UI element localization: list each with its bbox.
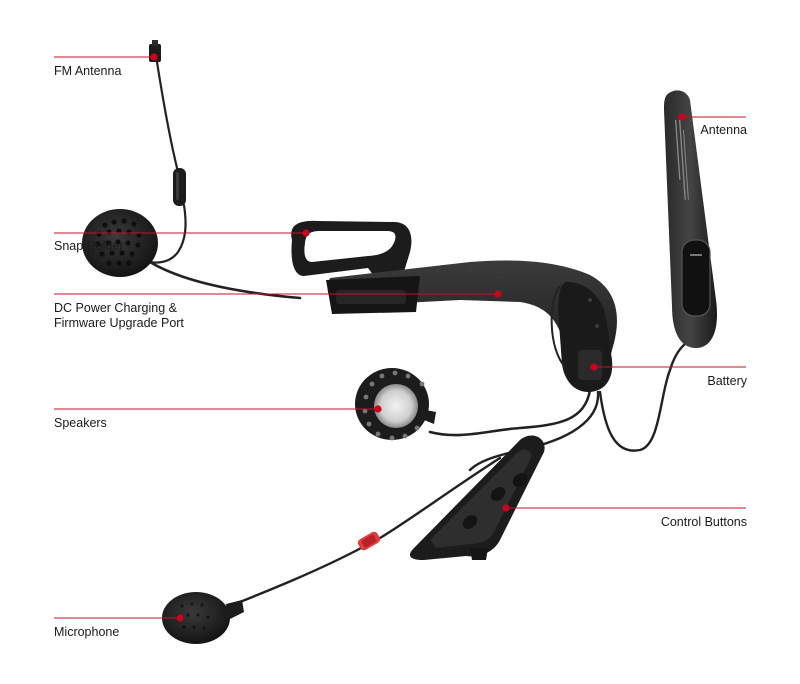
antenna-part [664, 90, 718, 348]
microphone-part [162, 592, 244, 644]
leader-lines [54, 53, 746, 622]
leader-dc-power-dot [494, 290, 502, 298]
label-microphone: Microphone [54, 625, 120, 639]
label-dc-power-line2: Firmware Upgrade Port [54, 316, 184, 330]
control-buttons-part [409, 435, 545, 560]
label-dc-power: DC Power Charging & Firmware Upgrade Por… [54, 301, 184, 331]
speaker-part [355, 368, 436, 441]
boom-joint [357, 531, 381, 551]
main-body-part [291, 220, 617, 392]
leader-speakers-dot [374, 405, 382, 413]
label-speakers: Speakers [54, 416, 107, 430]
leader-battery-dot [590, 363, 598, 371]
fm-antenna-part [149, 40, 186, 206]
leader-microphone-dot [176, 614, 184, 622]
leader-control-buttons-dot [502, 504, 510, 512]
leader-snap-holder-dot [302, 229, 310, 237]
leader-fm-antenna-dot [150, 53, 158, 61]
label-control-buttons: Control Buttons [660, 515, 747, 529]
label-antenna: Antenna [700, 123, 747, 137]
label-snap-holder: Snap Holder [54, 239, 124, 253]
leader-antenna-dot [678, 113, 686, 121]
label-dc-power-line1: DC Power Charging & [54, 301, 177, 315]
label-fm-antenna: FM Antenna [54, 64, 122, 78]
snap-holder-part [82, 209, 158, 277]
label-battery: Battery [707, 374, 747, 388]
